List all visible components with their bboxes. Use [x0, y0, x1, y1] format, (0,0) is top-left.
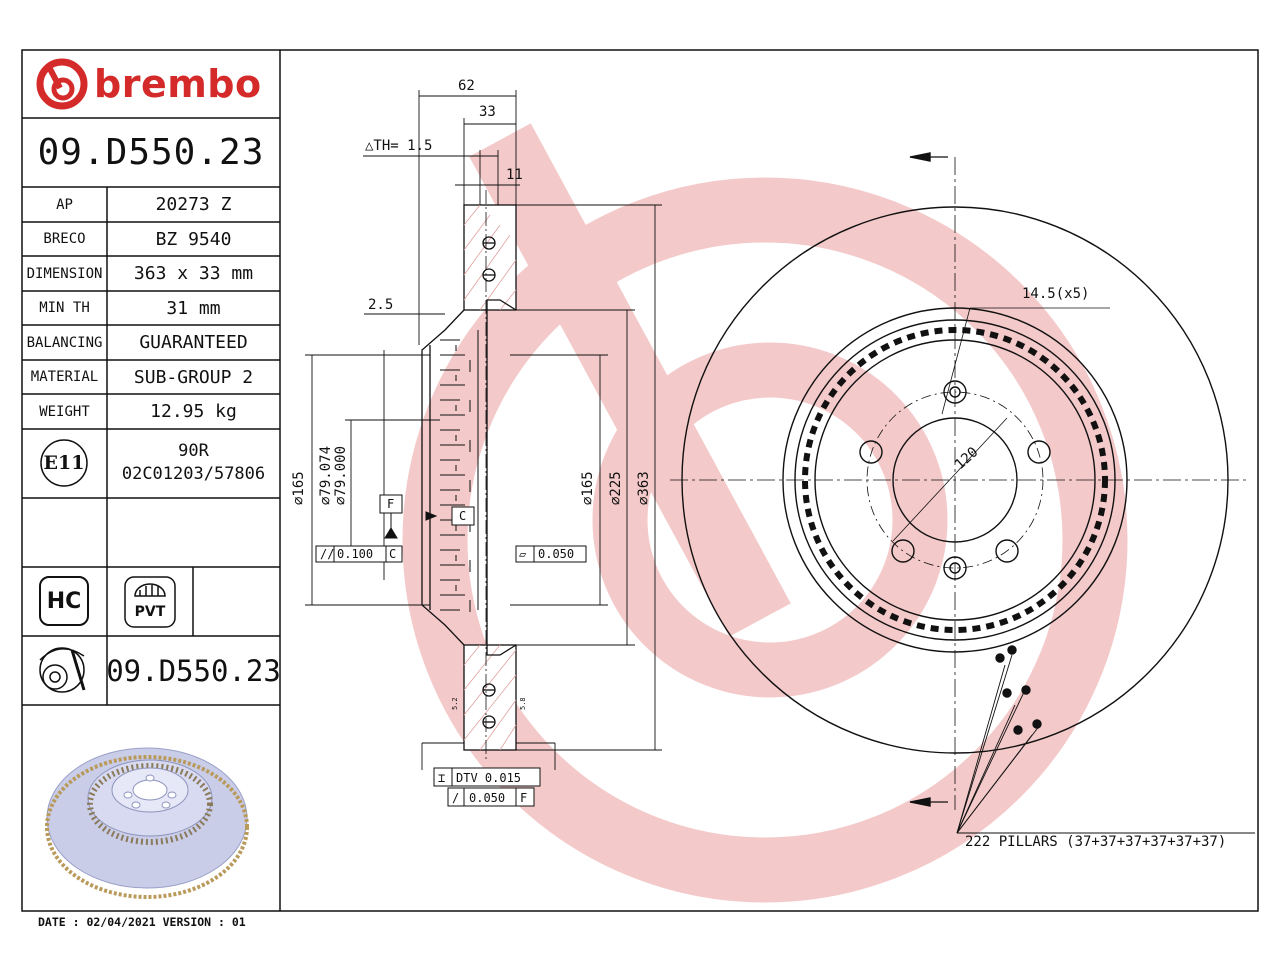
- brembo-watermark: [402, 123, 1128, 903]
- frame: [21, 49, 1259, 912]
- parallel-ref: F: [520, 791, 527, 805]
- dim-d363: ⌀363: [636, 471, 652, 505]
- pvt-badge-icon: [124, 576, 176, 628]
- spec-value-material: SUB-GROUP 2: [133, 366, 254, 388]
- spec-value-balancing: GUARANTEED: [139, 332, 248, 353]
- brand-wordmark: brembo: [94, 62, 262, 106]
- hc-badge-label: HC: [46, 588, 82, 614]
- footer-date-version: DATE : 02/04/2021 VERSION : 01: [38, 915, 246, 929]
- dim-overall-width: 62: [458, 78, 475, 94]
- spec-value-dimension: 363 x 33 mm: [133, 263, 254, 284]
- section-dimension-lines: [305, 90, 662, 770]
- e11-approval-icon: [40, 439, 88, 487]
- spec-value-weight: 12.95 kg: [150, 401, 237, 422]
- pillars-note: 222 PILLARS (37+37+37+37+37+37): [965, 834, 1226, 850]
- spec-label-dimension: DIMENSION: [26, 265, 103, 282]
- section-view: [421, 190, 517, 760]
- part-number-secondary: 09.D550.23: [106, 653, 281, 688]
- spec-value-ap: 20273 Z: [155, 194, 232, 215]
- svg-text:⌶: ⌶: [438, 771, 445, 785]
- datum-f-label: F: [387, 497, 394, 511]
- dim-small-right: 5.8: [519, 697, 527, 710]
- dim-d79-max: ⌀79.074: [318, 446, 334, 505]
- svg-text:▱: ▱: [519, 547, 527, 561]
- approval-mark: E11: [43, 452, 85, 474]
- dim-holes: 14.5(x5): [1022, 286, 1089, 302]
- brembo-logo-icon: [36, 58, 88, 110]
- dim-hat-step: 2.5: [368, 297, 393, 313]
- svg-text://: //: [320, 547, 334, 561]
- spec-label-breco: BRECO: [43, 231, 86, 247]
- dim-th: △TH= 1.5: [365, 138, 432, 154]
- dim-pcd: 120: [952, 444, 982, 473]
- dim-d165-left: ⌀165: [291, 471, 307, 505]
- runout-left-ref: C: [389, 547, 396, 561]
- runout-left-value: 0.100: [337, 547, 373, 561]
- dim-disc-width: 33: [479, 104, 496, 120]
- dim-vane-width: 11: [506, 167, 523, 183]
- dim-small-left: 5.2: [451, 697, 459, 710]
- dim-d165-right: ⌀165: [580, 471, 596, 505]
- spec-label-ap: AP: [56, 196, 73, 213]
- disc-render-image: [45, 747, 249, 899]
- spec-value-min-th: 31 mm: [166, 297, 221, 319]
- approval-line2: 02C01203/57806: [121, 464, 266, 484]
- svg-text:/: /: [452, 791, 459, 805]
- face-view: [670, 152, 1255, 834]
- dtv-value: DTV 0.015: [456, 771, 521, 785]
- hc-badge-icon: [39, 576, 89, 626]
- dim-d225: ⌀225: [608, 471, 624, 505]
- spec-label-balancing: BALANCING: [26, 334, 103, 351]
- brake-disc-icon: [39, 647, 86, 693]
- pvt-badge-label: PVT: [134, 604, 166, 620]
- flatness-value: 0.050: [538, 547, 574, 561]
- spec-label-min-th: MIN TH: [39, 300, 90, 316]
- spec-label-material: MATERIAL: [30, 369, 99, 385]
- dim-d79-min: ⌀79.000: [333, 446, 349, 505]
- spec-value-breco: BZ 9540: [155, 228, 232, 250]
- datum-c-label: C: [459, 509, 466, 523]
- section-labels: 62 33 △TH= 1.5 11 2.5 ⌀165 ⌀79.074 ⌀79.0…: [291, 78, 652, 805]
- approval-line1: 90R: [178, 441, 209, 461]
- gdt-frames: [315, 494, 587, 807]
- spec-label-weight: WEIGHT: [39, 403, 90, 420]
- parallel-value: 0.050: [469, 791, 505, 805]
- part-number-title: 09.D550.23: [37, 132, 265, 173]
